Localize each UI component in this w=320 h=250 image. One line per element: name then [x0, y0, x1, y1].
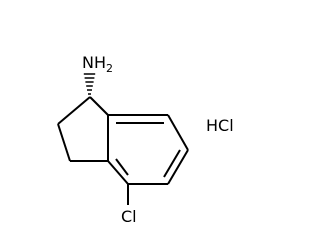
double-bond-inner-c5-c6	[163, 149, 181, 178]
bond-c2-c3	[57, 123, 71, 162]
double-bond-inner-c4-c3a	[115, 158, 129, 176]
bond-c1-c2	[57, 96, 91, 125]
hydrochloride-counterion-label: HCl	[206, 116, 234, 135]
chlorine-atom-label: Cl	[121, 207, 137, 226]
bond-c5-c6	[167, 149, 189, 185]
hashed-wedge-bond-c1-n	[83, 73, 96, 95]
bond-c1-c7a	[89, 96, 109, 116]
amine-hydrogen-count-subscript: 2	[106, 62, 113, 75]
bond-c6-c7	[167, 114, 189, 151]
amine-hydrogen-label: H	[94, 53, 106, 72]
nitrogen-atom-label: N	[82, 53, 94, 72]
bond-c3a-c4	[107, 160, 129, 185]
molecule-structure-drawing: N H 2 Cl HCl	[57, 53, 234, 226]
